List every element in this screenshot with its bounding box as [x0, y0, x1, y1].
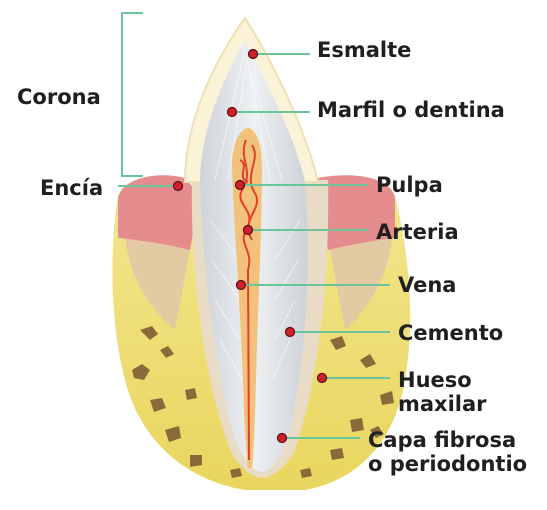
label-encia: Encía [40, 176, 103, 200]
label-corona: Corona [17, 85, 101, 109]
label-vena: Vena [398, 273, 456, 297]
label-pulpa: Pulpa [376, 173, 443, 197]
label-cemento: Cemento [398, 321, 503, 345]
marker-esmalte [249, 50, 258, 59]
label-marfil: Marfil o dentina [317, 98, 505, 122]
label-esmalte: Esmalte [317, 38, 411, 62]
marker-hueso [318, 374, 327, 383]
label-hueso-2: maxilar [398, 392, 487, 416]
marker-pulpa [236, 181, 245, 190]
label-capa-1: Capa fibrosa [368, 428, 516, 452]
marker-capa [278, 434, 287, 443]
marker-cemento [286, 328, 295, 337]
marker-marfil [228, 108, 237, 117]
marker-encia [174, 182, 183, 191]
label-hueso-1: Hueso [398, 368, 472, 392]
label-capa-2: o periodontio [368, 452, 527, 476]
label-arteria: Arteria [376, 220, 459, 244]
marker-arteria [244, 226, 253, 235]
marker-vena [237, 281, 246, 290]
